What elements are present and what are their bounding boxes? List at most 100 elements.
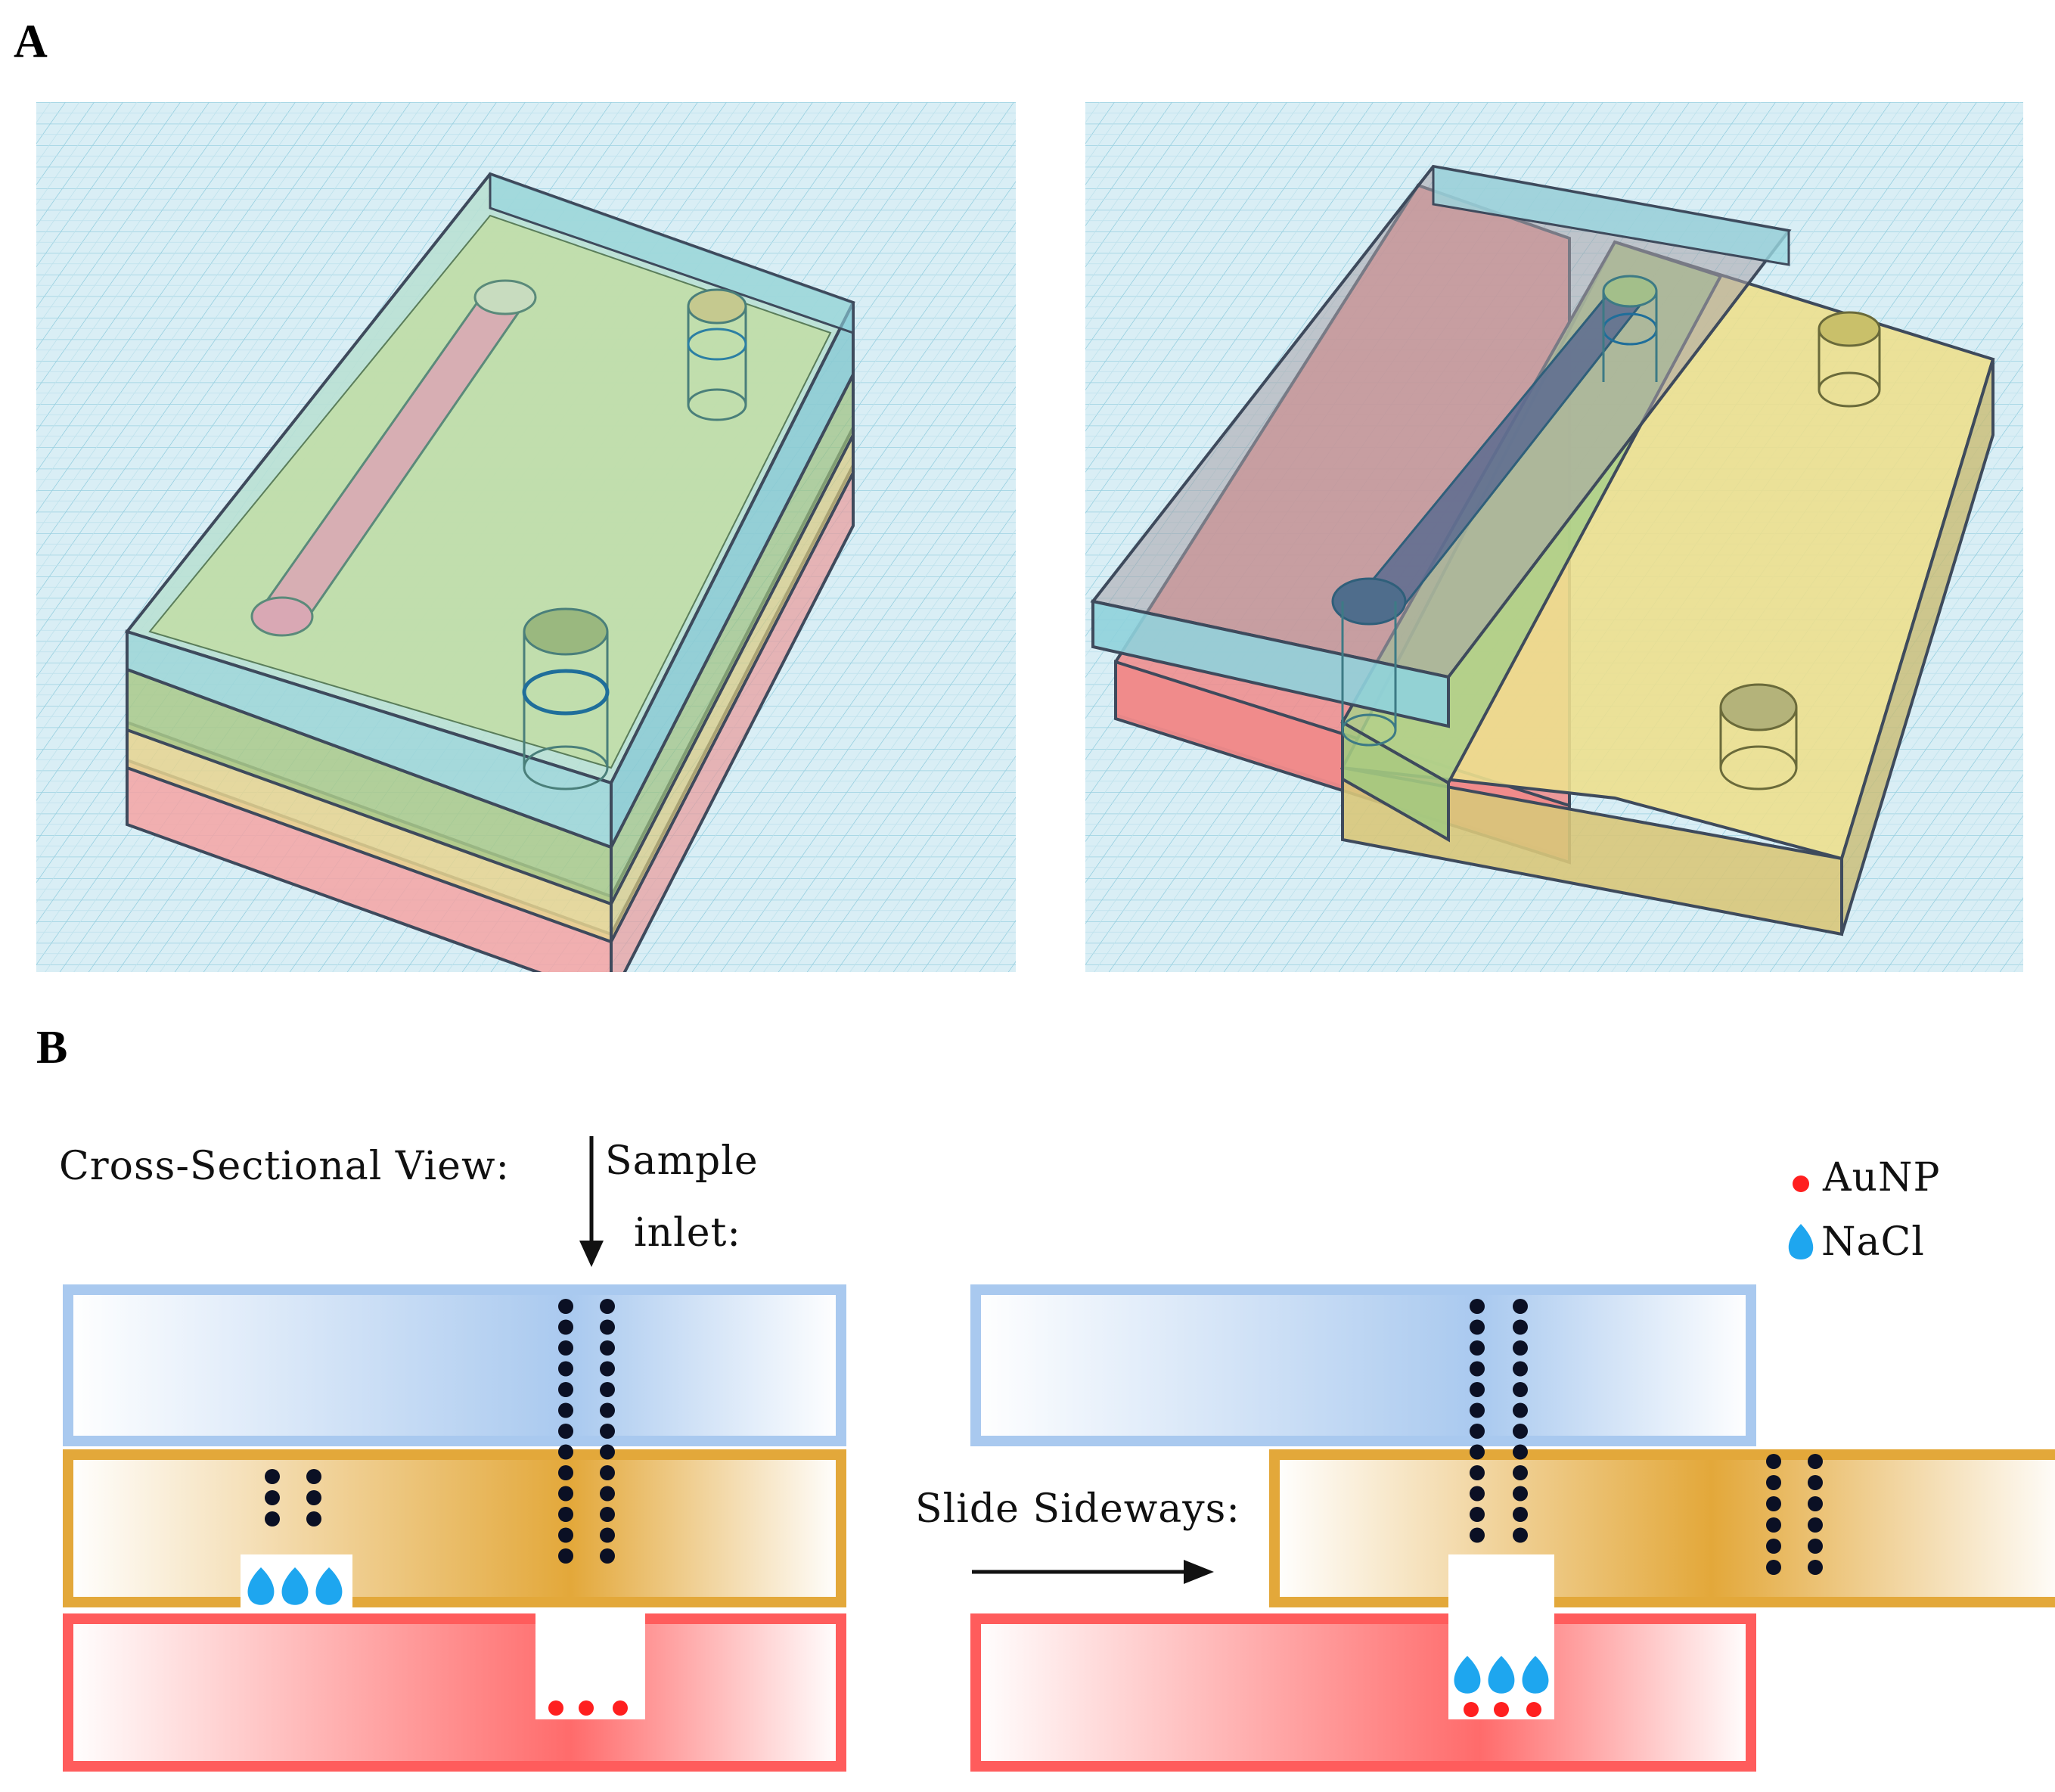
slide-sideways-arrow [972, 1560, 1214, 1584]
nacl-droplet [1488, 1656, 1515, 1694]
sample-particle [600, 1382, 615, 1397]
sample-particle [1766, 1539, 1781, 1554]
left-top-layer [63, 1284, 846, 1446]
sample-particle [1513, 1402, 1528, 1418]
sample-particle [600, 1465, 615, 1480]
sample-particle [558, 1299, 573, 1314]
sample-inlet-label-line2: inlet: [634, 1210, 741, 1256]
sample-particle [1808, 1496, 1823, 1511]
sample-particle [1470, 1319, 1485, 1335]
sample-particle [306, 1511, 321, 1526]
sample-particle [1513, 1507, 1528, 1522]
sample-particle [1470, 1486, 1485, 1502]
yellow-wells [1719, 311, 1881, 790]
sample-particle [1766, 1454, 1781, 1469]
aunp-dot [613, 1700, 628, 1716]
sample-particle [1513, 1444, 1528, 1460]
sample-particle [1513, 1527, 1528, 1543]
left-bottom-layer [63, 1613, 846, 1772]
sample-particle [558, 1382, 573, 1397]
sample-particle [600, 1340, 615, 1356]
sample-particle [265, 1490, 280, 1505]
sample-particle [1513, 1382, 1528, 1397]
nacl-droplet [281, 1567, 309, 1605]
legend-aunp-label: AuNP [1823, 1155, 1941, 1200]
sample-particle [1766, 1517, 1781, 1533]
sample-particle [1513, 1424, 1528, 1439]
sample-particle [1766, 1496, 1781, 1511]
sample-particle [1470, 1465, 1485, 1480]
sample-particle [265, 1469, 280, 1484]
sample-particle [306, 1469, 321, 1484]
sample-particle [1470, 1402, 1485, 1418]
sample-particle [558, 1527, 573, 1543]
left-middle-layer [63, 1449, 846, 1607]
sample-particle [1470, 1527, 1485, 1543]
sample-particle [1470, 1340, 1485, 1356]
aunp-dot [1494, 1702, 1509, 1717]
sample-particle [1470, 1382, 1485, 1397]
sample-particle [1808, 1454, 1823, 1469]
sample-particle [558, 1486, 573, 1502]
device-slid-render [1085, 102, 2023, 972]
sample-particle [558, 1465, 573, 1480]
right-bottom-layer [970, 1613, 1756, 1772]
nacl-droplet [1454, 1656, 1481, 1694]
device-assembled-render [36, 102, 1016, 972]
sample-particle [1470, 1444, 1485, 1460]
right-middle-layer [1269, 1449, 2055, 1607]
sample-particle [1513, 1361, 1528, 1377]
nacl-droplet-icon [1788, 1224, 1814, 1259]
sample-particle [558, 1548, 573, 1564]
sample-particle [558, 1507, 573, 1522]
sample-particle [558, 1319, 573, 1335]
sample-particle [600, 1361, 615, 1377]
sample-inlet-label-line1: Sample [605, 1138, 759, 1184]
sample-particle [600, 1548, 615, 1564]
sample-particle [600, 1319, 615, 1335]
cross-section-title: Cross-Sectional View: [59, 1144, 510, 1189]
cylinder-well-bottom [522, 607, 610, 790]
cylinder-well-right [687, 288, 747, 421]
particle-marks [247, 1299, 1823, 1717]
sample-particle [1470, 1361, 1485, 1377]
right-mixing-chamber [1448, 1554, 1554, 1719]
aunp-dot-icon [1793, 1176, 1809, 1192]
aunp-dot [1464, 1702, 1479, 1717]
sample-particle [600, 1444, 615, 1460]
sample-particle [558, 1444, 573, 1460]
right-top-layer [970, 1284, 1756, 1446]
sample-particle [1513, 1340, 1528, 1356]
aunp-dot [548, 1700, 563, 1716]
sample-particle [600, 1486, 615, 1502]
sample-particle [1470, 1507, 1485, 1522]
sample-particle [1513, 1299, 1528, 1314]
nacl-droplet [1522, 1656, 1549, 1694]
sample-particle [1766, 1475, 1781, 1490]
panel-b-label: B [36, 1022, 68, 1073]
sample-particle [1470, 1299, 1485, 1314]
sample-particle [558, 1424, 573, 1439]
sample-particle [1808, 1560, 1823, 1575]
sample-particle [600, 1299, 615, 1314]
sample-particle [265, 1511, 280, 1526]
sample-particle [1513, 1319, 1528, 1335]
legend-nacl-label: NaCl [1821, 1219, 1925, 1265]
sample-particle [1470, 1424, 1485, 1439]
nacl-droplet [315, 1567, 343, 1605]
nacl-droplet [247, 1567, 275, 1605]
sample-particle [558, 1340, 573, 1356]
sample-particle [1808, 1517, 1823, 1533]
sample-particle [600, 1507, 615, 1522]
sample-inlet-arrow [579, 1136, 604, 1267]
aunp-dot [1526, 1702, 1541, 1717]
sample-particle [1766, 1560, 1781, 1575]
panel-a-label: A [14, 16, 48, 67]
sample-particle [600, 1527, 615, 1543]
sample-particle [558, 1361, 573, 1377]
sample-particle [1808, 1539, 1823, 1554]
sample-particle [1513, 1486, 1528, 1502]
sample-particle [558, 1402, 573, 1418]
sample-particle [1808, 1475, 1823, 1490]
